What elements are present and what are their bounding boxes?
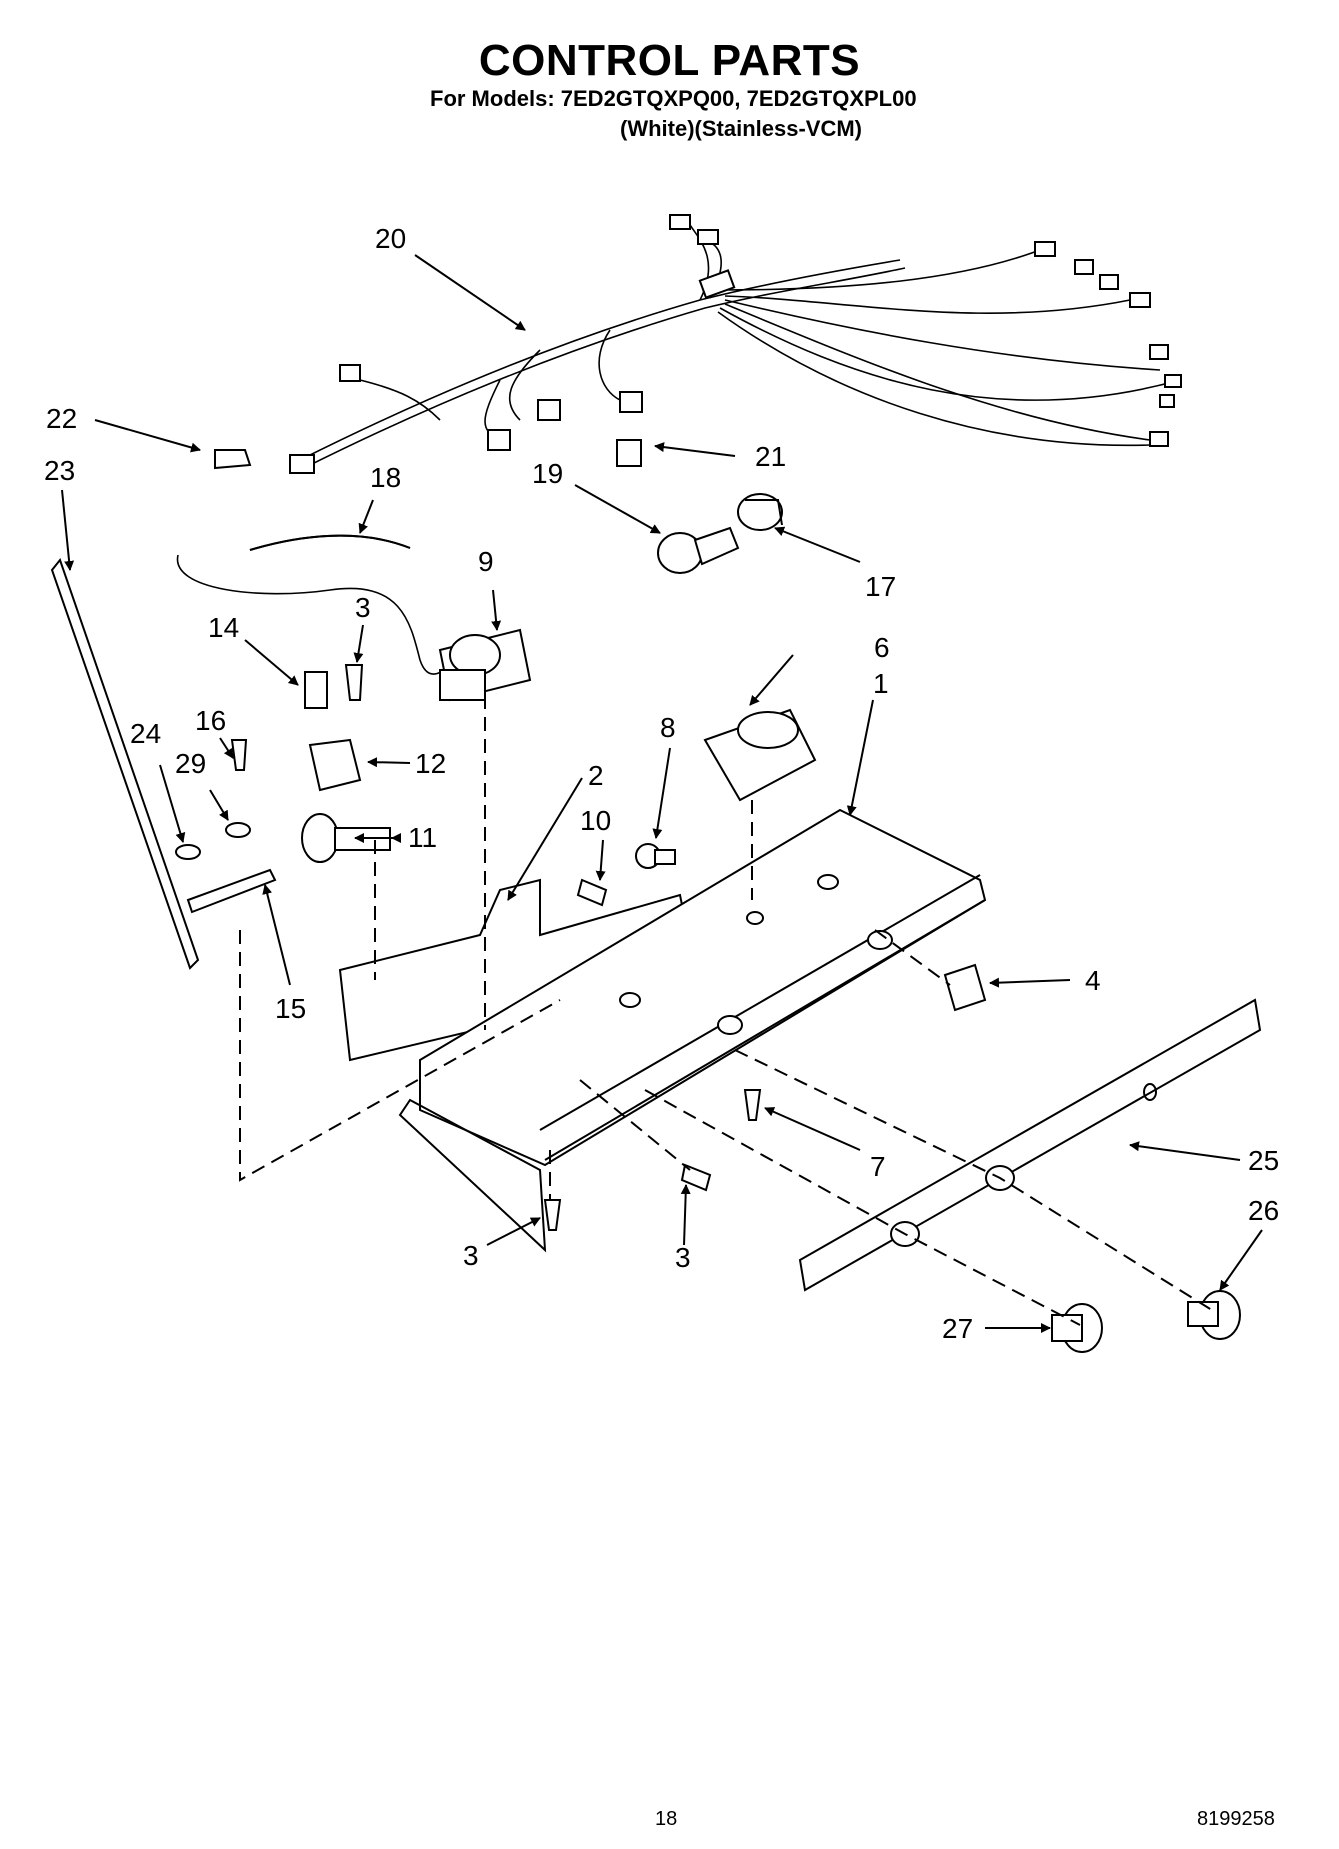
washer-29 bbox=[225, 822, 251, 838]
callout-3-left: 3 bbox=[463, 1240, 479, 1271]
control-knob-27 bbox=[1051, 1303, 1103, 1353]
capillary-tube bbox=[176, 554, 471, 675]
callout-15: 15 bbox=[275, 993, 306, 1024]
light-switch bbox=[635, 843, 676, 869]
light-bulb bbox=[657, 526, 740, 574]
callout-27: 27 bbox=[942, 1313, 973, 1344]
callout-11: 11 bbox=[408, 822, 437, 853]
callout-1: 1 bbox=[873, 668, 889, 699]
screw-7 bbox=[743, 1089, 762, 1121]
callout-18: 18 bbox=[370, 462, 401, 493]
callout-23: 23 bbox=[44, 455, 75, 486]
washer-24 bbox=[175, 844, 201, 860]
callout-6: 6 bbox=[874, 632, 890, 663]
callout-7: 7 bbox=[870, 1151, 886, 1182]
callout-8: 8 bbox=[660, 712, 676, 743]
callout-12: 12 bbox=[415, 748, 446, 779]
callout-16: 16 bbox=[195, 705, 226, 736]
control-housing-1 bbox=[398, 808, 987, 1253]
models-line: For Models: 7ED2GTQXPQ00, 7ED2GTQXPL00 bbox=[430, 86, 917, 111]
callout-24: 24 bbox=[130, 718, 161, 749]
defrost-timer bbox=[703, 708, 817, 802]
callout-22: 22 bbox=[46, 403, 77, 434]
screw-3-left bbox=[543, 1199, 562, 1231]
callout-21: 21 bbox=[755, 441, 786, 472]
leader-arrows bbox=[61, 254, 1263, 1333]
switch-4 bbox=[943, 963, 987, 1012]
callout-10: 10 bbox=[580, 805, 611, 836]
callout-4: 4 bbox=[1085, 965, 1101, 996]
light-socket bbox=[737, 493, 783, 531]
callout-19: 19 bbox=[532, 458, 563, 489]
callout-29: 29 bbox=[175, 748, 206, 779]
page-number: 18 bbox=[655, 1808, 678, 1830]
thermostat bbox=[438, 628, 532, 702]
wire-clip bbox=[214, 449, 252, 470]
capillary-tube-sleeve-inner bbox=[249, 534, 411, 551]
screw-3-right bbox=[680, 1163, 712, 1192]
callout-25: 25 bbox=[1248, 1145, 1279, 1176]
callout-17: 17 bbox=[865, 571, 896, 602]
clip-14 bbox=[304, 671, 328, 709]
screw-10 bbox=[576, 878, 608, 907]
page-title: CONTROL PARTS bbox=[478, 36, 861, 85]
callout-3-right: 3 bbox=[675, 1242, 691, 1273]
callout-9: 9 bbox=[478, 546, 494, 577]
harness-clip bbox=[616, 439, 642, 467]
damper-link-15 bbox=[186, 868, 277, 914]
screw-16 bbox=[230, 739, 248, 771]
damper-rod-23 bbox=[50, 557, 200, 970]
callout-20: 20 bbox=[375, 223, 406, 254]
callout-3-upper: 3 bbox=[355, 592, 371, 623]
screw-3-upper bbox=[344, 664, 364, 701]
variants-line: (White)(Stainless-VCM) bbox=[620, 116, 862, 141]
callout-2: 2 bbox=[588, 760, 604, 791]
document-number: 8199258 bbox=[1197, 1808, 1275, 1830]
control-panel-25 bbox=[798, 998, 1262, 1292]
bracket-12 bbox=[308, 738, 362, 792]
control-knob-26 bbox=[1187, 1290, 1241, 1340]
callout-14: 14 bbox=[208, 612, 239, 643]
callout-26: 26 bbox=[1248, 1195, 1279, 1226]
wire-harness bbox=[289, 214, 1182, 474]
assembly-lines bbox=[239, 695, 1216, 1326]
